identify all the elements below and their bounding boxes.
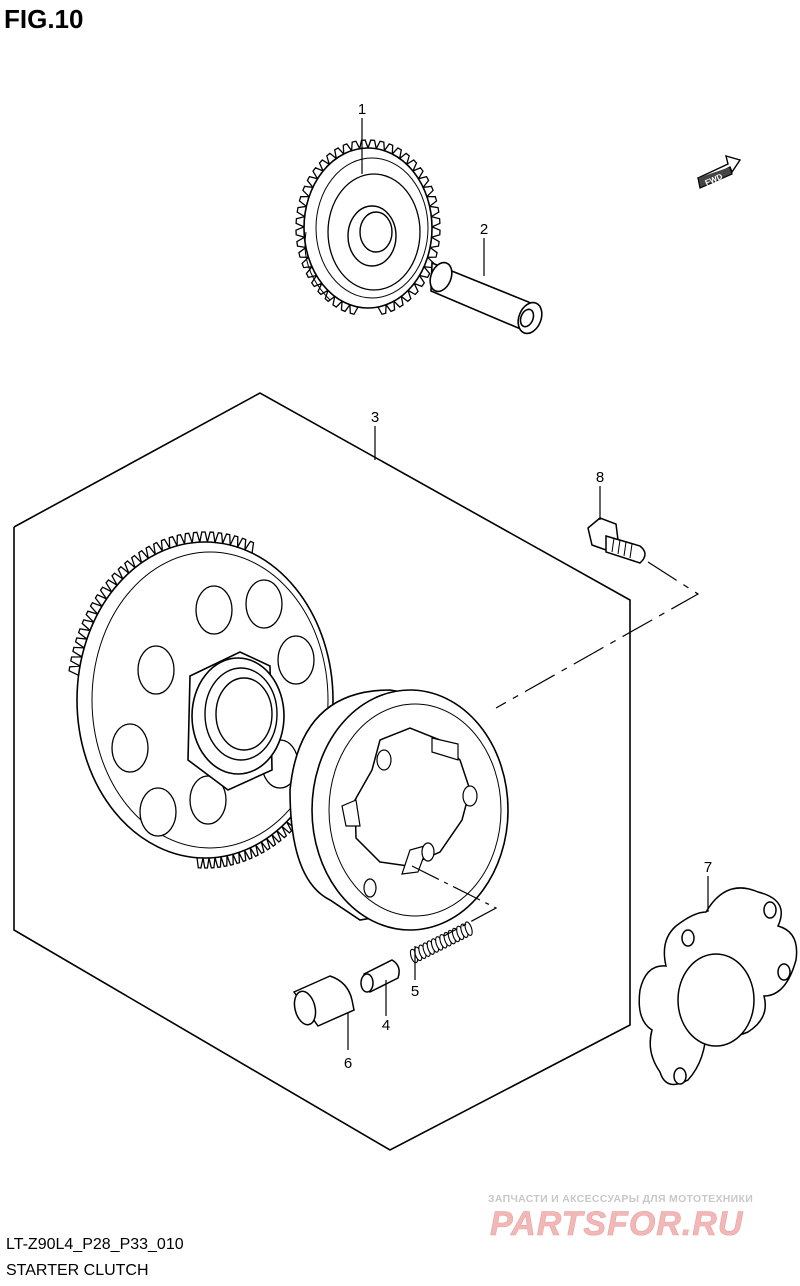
watermark-logo: PARTSFOR.RU xyxy=(490,1205,744,1243)
callout-5: 5 xyxy=(411,983,419,1000)
gear-lightening-hole xyxy=(195,585,233,635)
gear-lightening-hole xyxy=(137,645,175,695)
watermark-tagline: ЗАПЧАСТИ И АКСЕССУАРЫ ДЛЯ МОТОТЕХНИКИ xyxy=(488,1193,754,1205)
spring-coil xyxy=(464,921,473,936)
part-7-plate xyxy=(638,887,798,1086)
callout-1: 1 xyxy=(358,101,366,118)
big-gear-holes xyxy=(111,579,315,837)
part-8-bolt xyxy=(587,517,646,564)
svg-text:PARTSFOR.RU: PARTSFOR.RU xyxy=(490,1205,744,1243)
fig-title: FIG.10 xyxy=(4,4,84,34)
part-6-cap xyxy=(292,975,355,1027)
fwd-arrow-icon: FWD xyxy=(696,154,742,189)
one-way-clutch-housing xyxy=(289,689,509,931)
callout-3: 3 xyxy=(371,409,379,426)
callout-7: 7 xyxy=(704,859,712,876)
gear-lightening-hole xyxy=(139,787,177,837)
part-4-roller xyxy=(360,959,400,994)
figure-name: STARTER CLUTCH xyxy=(6,1262,149,1279)
callout-6: 6 xyxy=(344,1055,352,1072)
part-2-shaft xyxy=(429,261,543,335)
callout-2: 2 xyxy=(480,221,488,238)
gear-lightening-hole xyxy=(111,723,149,773)
callout-8: 8 xyxy=(596,469,604,486)
part-5-spring xyxy=(409,921,473,964)
starter-clutch-gear xyxy=(68,531,334,869)
figure-code: LT-Z90L4_P28_P33_010 xyxy=(6,1236,184,1253)
gear-lightening-hole xyxy=(245,579,283,629)
part-3-assembly-outline xyxy=(13,392,631,1151)
callout-numbers: 1 2 3 4 5 6 7 8 xyxy=(344,101,712,1072)
gear-lightening-hole xyxy=(277,635,315,685)
leader-lines xyxy=(347,118,709,1050)
callout-4: 4 xyxy=(382,1017,390,1034)
part-1-driven-gear xyxy=(295,139,441,316)
gear-lightening-hole xyxy=(189,775,227,825)
